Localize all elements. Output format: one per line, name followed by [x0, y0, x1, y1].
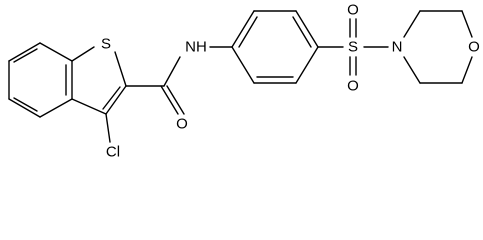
bond-s-c2 — [114, 51, 127, 87]
bond-c2-c3-inner — [102, 86, 121, 110]
atom-s-thiophene: S — [101, 36, 111, 53]
bond-carbonyl-o-2 — [166, 85, 185, 115]
atom-s-sulfonyl: S — [348, 39, 358, 56]
atom-o-sulfonyl-bottom: O — [347, 78, 359, 95]
bond-layer — [8, 10, 473, 143]
bond-c7a-s — [71, 46, 95, 62]
atom-o-carbonyl: O — [176, 116, 188, 133]
bond-ph-3 — [295, 10, 319, 48]
bond-ph-3-inner — [292, 16, 312, 48]
bond-c3-c3a — [71, 98, 107, 115]
bond-carbonyl-n — [163, 56, 181, 87]
atom-nh: NH — [185, 39, 207, 56]
bond-benzo-3 — [8, 98, 41, 118]
bond-ph-1-inner — [238, 16, 258, 48]
bond-benzo-1 — [8, 42, 41, 62]
bond-benzo-4 — [39, 98, 73, 118]
bond-c2-c3 — [105, 85, 127, 115]
atom-n-morpholine: N — [392, 39, 403, 56]
molecule-drawing: S Cl O NH S O O N O — [8, 2, 480, 161]
atom-o-morpholine: O — [468, 39, 480, 56]
bond-morph-1 — [403, 10, 421, 38]
atom-cl: Cl — [106, 144, 120, 161]
bond-morph-6 — [403, 56, 421, 84]
bond-benzo-1-inner — [13, 48, 38, 63]
bond-carbonyl-o-1 — [160, 85, 179, 115]
bond-morph-3 — [461, 10, 473, 38]
bond-ph-4 — [295, 46, 319, 84]
bond-c3-cl — [105, 113, 111, 143]
atom-o-sulfonyl-top: O — [347, 2, 359, 19]
structure-diagram: S Cl O NH S O O N O — [8, 2, 480, 161]
bond-morph-4 — [461, 56, 473, 84]
bond-benzo-5 — [39, 42, 73, 62]
bond-ph-6 — [231, 46, 255, 84]
bond-benzo-3-inner — [13, 97, 38, 112]
atom-label-layer: S Cl O NH S O O N O — [101, 2, 480, 161]
bond-ph-1 — [231, 10, 255, 48]
